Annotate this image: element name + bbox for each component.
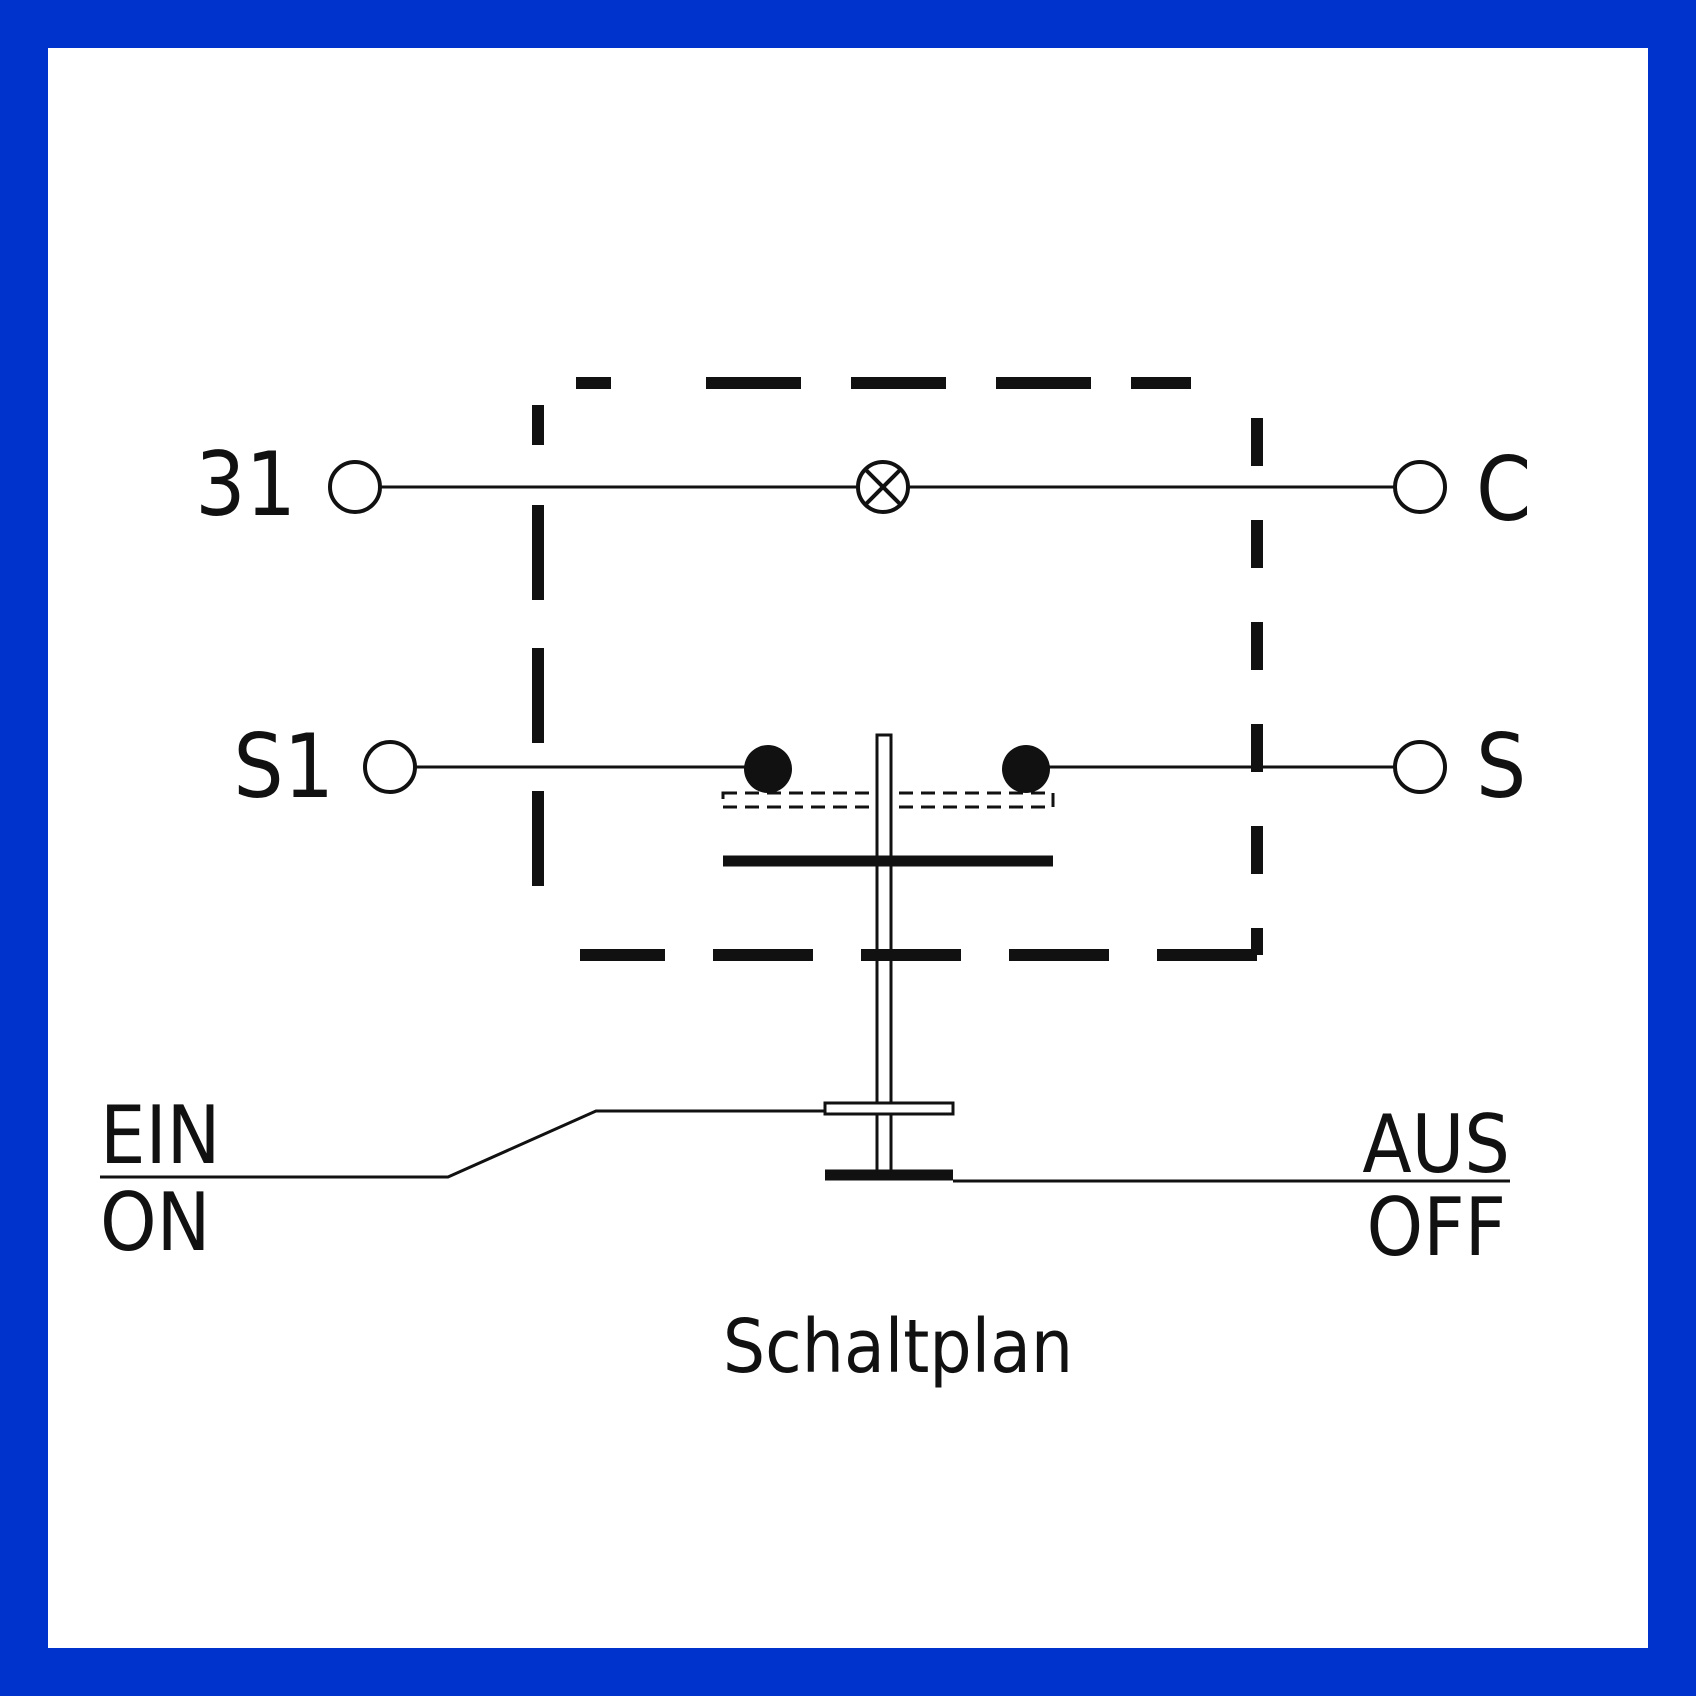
diagram-frame: 31 C S1 S EIN ON AUS OFF Schaltplan xyxy=(48,48,1648,1648)
position-label-aus: AUS xyxy=(1362,1098,1510,1191)
actuator-plate xyxy=(823,1101,955,1116)
wiring-diagram: 31 C S1 S EIN ON AUS OFF Schaltplan xyxy=(100,377,1531,1390)
terminal-label-c: C xyxy=(1476,438,1531,541)
terminal-label-31: 31 xyxy=(195,433,296,536)
terminal-c-icon xyxy=(1393,460,1447,514)
position-label-on: ON xyxy=(100,1176,210,1269)
terminal-label-s1: S1 xyxy=(233,715,334,818)
contact-right-dot-icon xyxy=(1002,745,1050,793)
position-label-off: OFF xyxy=(1367,1181,1506,1274)
contact-left-dot-icon xyxy=(744,745,792,793)
diagram-caption: Schaltplan xyxy=(723,1304,1073,1390)
position-label-ein: EIN xyxy=(100,1089,221,1182)
terminal-s1-icon xyxy=(363,740,417,794)
lamp-cross-circle-icon xyxy=(856,460,910,514)
housing-outline xyxy=(532,377,1263,961)
terminal-label-s: S xyxy=(1476,715,1526,818)
terminal-s-icon xyxy=(1393,740,1447,794)
terminal-31-icon xyxy=(328,460,382,514)
ein-position-line xyxy=(100,1109,825,1179)
housing-outline-top xyxy=(532,377,1193,445)
